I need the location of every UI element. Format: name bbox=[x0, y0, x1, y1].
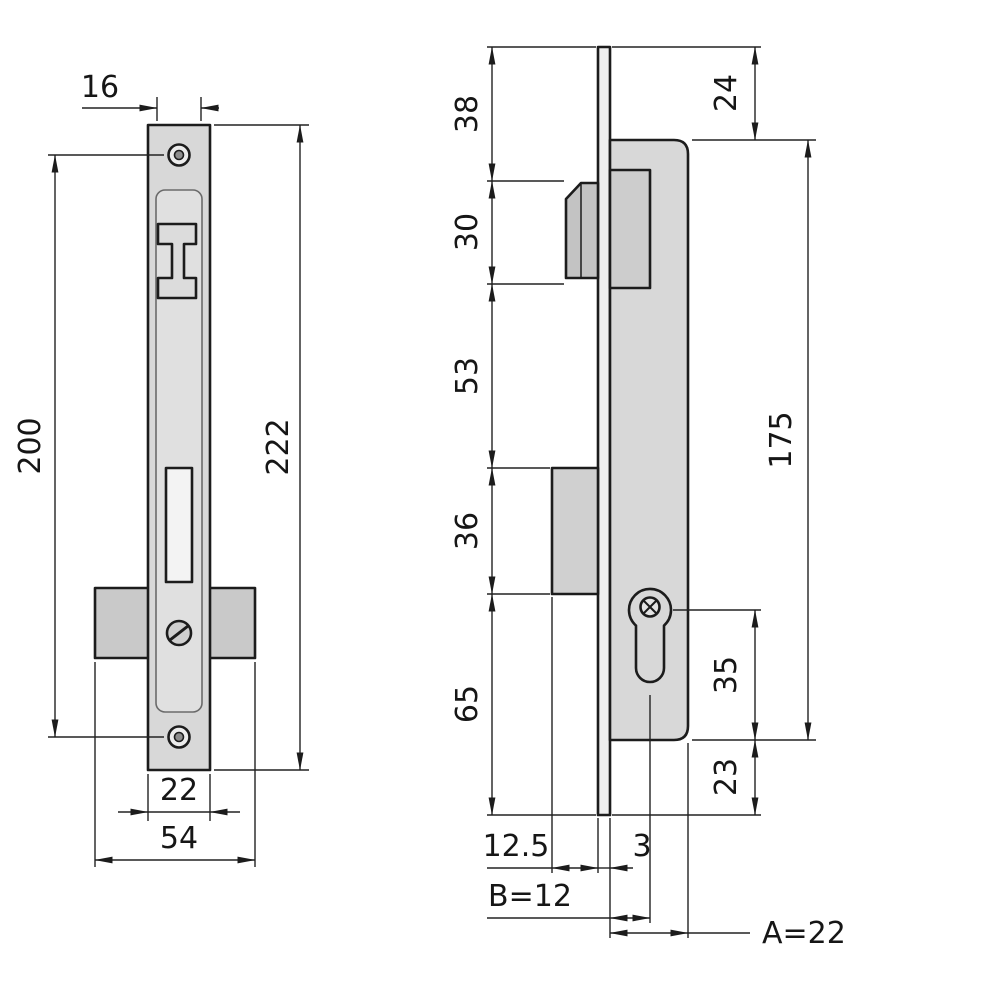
dim-label-38: 38 bbox=[450, 95, 485, 133]
deadbolt-cutout bbox=[164, 466, 194, 584]
dim-label-23: 23 bbox=[709, 758, 744, 796]
front-view: 16 200 222 22 54 bbox=[13, 70, 309, 867]
dim-label-53: 53 bbox=[450, 357, 485, 395]
dim-12-5: 12.5 bbox=[483, 597, 599, 873]
dim-label-22: 22 bbox=[160, 773, 198, 808]
forend-strip bbox=[596, 45, 612, 817]
dim-label-a22: A=22 bbox=[762, 916, 846, 951]
dim-16: 16 bbox=[81, 70, 219, 121]
dim-35: 35 bbox=[673, 609, 761, 741]
dim-222: 222 bbox=[214, 124, 309, 771]
side-view: 38 30 53 36 65 24 bbox=[450, 45, 846, 951]
latch-follower-front bbox=[156, 222, 198, 300]
lock-case bbox=[608, 138, 690, 742]
dim-label-175: 175 bbox=[764, 411, 799, 468]
dim-label-b12: B=12 bbox=[488, 879, 572, 914]
dim-38: 38 bbox=[450, 46, 596, 182]
dim-label-16: 16 bbox=[81, 70, 119, 105]
dim-54: 54 bbox=[94, 662, 256, 867]
dim-36: 36 bbox=[450, 467, 550, 595]
dim-label-54: 54 bbox=[160, 821, 198, 856]
dim-label-12-5: 12.5 bbox=[483, 829, 550, 864]
dim-b12: B=12 bbox=[487, 695, 651, 923]
dim-label-36: 36 bbox=[450, 512, 485, 550]
dim-30: 30 bbox=[450, 180, 564, 285]
cylinder-screw-slot-2 bbox=[643, 600, 657, 614]
dim-label-35: 35 bbox=[709, 656, 744, 694]
fixing-screw-slot bbox=[169, 624, 189, 642]
dim-label-30: 30 bbox=[450, 213, 485, 251]
dim-label-65: 65 bbox=[450, 685, 485, 723]
dim-23: 23 bbox=[612, 739, 761, 816]
dim-label-24: 24 bbox=[709, 74, 744, 112]
dim-label-222: 222 bbox=[261, 418, 296, 475]
dim-200: 200 bbox=[13, 154, 164, 738]
dim-3: 3 bbox=[598, 818, 652, 938]
deadbolt bbox=[550, 466, 600, 596]
latch-housing bbox=[608, 168, 652, 290]
dim-label-200: 200 bbox=[13, 417, 48, 474]
dim-label-3: 3 bbox=[632, 829, 651, 864]
dim-65: 65 bbox=[450, 593, 596, 816]
screw-hole-top-center bbox=[173, 149, 185, 161]
cylinder-profile bbox=[627, 587, 673, 684]
latch-bolt bbox=[564, 181, 600, 280]
screw-hole-bottom-center bbox=[173, 731, 185, 743]
dim-a22: A=22 bbox=[609, 743, 846, 951]
dim-22: 22 bbox=[118, 773, 240, 821]
dim-175: 175 bbox=[692, 139, 816, 741]
dim-53: 53 bbox=[450, 283, 550, 469]
dim-24: 24 bbox=[612, 46, 816, 141]
